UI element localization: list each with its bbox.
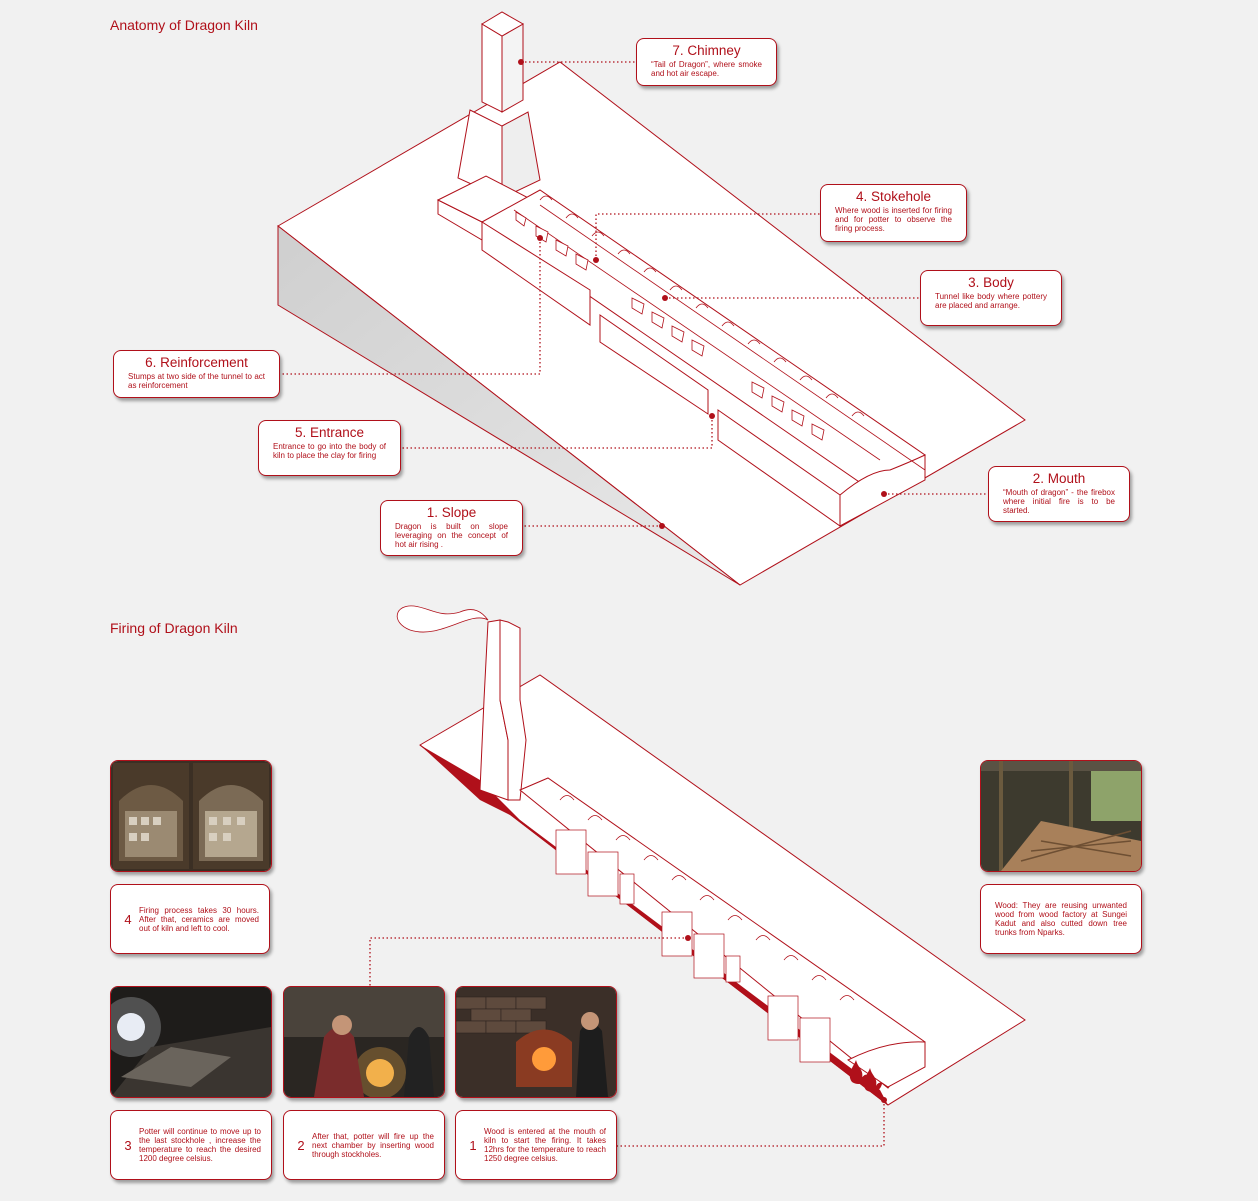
step-number: 2 (297, 1137, 305, 1153)
label-entrance: 5. Entrance Entrance to go into the body… (258, 420, 401, 476)
label-text: “Mouth of dragon” - the firebox where in… (1003, 488, 1115, 515)
stokehole-bumps (539, 195, 865, 417)
kiln-mouth-end (839, 454, 926, 527)
firing-title: Firing of Dragon Kiln (110, 620, 238, 636)
label-text: Dragon is built on slope leveraging on t… (395, 522, 508, 549)
slope-side-face (277, 224, 741, 586)
chimney-shaft-top (481, 11, 525, 37)
chimney-shaft-front (481, 23, 503, 113)
label-text: Entrance to go into the body of kiln to … (273, 442, 386, 460)
label-body: 3. Body Tunnel like body where pottery a… (920, 270, 1062, 326)
step-text: Potter will continue to move up to the l… (139, 1127, 261, 1163)
label-slope: 1. Slope Dragon is built on slope levera… (380, 500, 523, 556)
photo-wood-pile (980, 760, 1142, 872)
anatomy-title: Anatomy of Dragon Kiln (110, 17, 258, 33)
label-stokehole: 4. Stokehole Where wood is inserted for … (820, 184, 967, 242)
label-heading: 3. Body (968, 275, 1014, 290)
step-number: 3 (124, 1137, 132, 1153)
label-reinforcement: 6. Reinforcement Stumps at two side of t… (113, 350, 280, 398)
fire-icon (849, 1060, 882, 1092)
step-number: 1 (469, 1137, 477, 1153)
label-heading: 4. Stokehole (855, 189, 932, 204)
wood-note-text: Wood: They are reusing unwanted wood fro… (995, 901, 1127, 937)
photo-firing-at-mouth (455, 986, 617, 1098)
label-text: Where wood is inserted for firing and fo… (835, 206, 952, 233)
reinforcement-stumps (515, 211, 825, 441)
label-heading: 5. Entrance (294, 425, 365, 440)
firing-leader-dots (685, 935, 887, 1103)
label-text: Stumps at two side of the tunnel to act … (128, 372, 265, 390)
label-heading: 6. Reinforcement (145, 355, 248, 370)
kiln-segment-1 (481, 221, 591, 326)
anatomy-leader-lines (280, 61, 988, 527)
firing-step-4: 4 Firing process takes 30 hours. After t… (110, 884, 270, 954)
photo-potter-inserting-wood (283, 986, 445, 1098)
label-heading: 2. Mouth (1032, 471, 1086, 486)
firing-step-1: 1 Wood is entered at the mouth of kiln t… (455, 1110, 617, 1180)
smoke-plume (396, 605, 489, 633)
label-heading: 7. Chimney (672, 43, 741, 58)
stacked-ware (555, 829, 831, 1063)
stokehole-bumps-firing (559, 795, 855, 1001)
firing-step-2: 2 After that, potter will fire up the ne… (283, 1110, 445, 1180)
step-text: Wood is entered at the mouth of kiln to … (484, 1127, 606, 1163)
label-text: “Tail of Dragon”, where smoke and hot ai… (651, 60, 762, 78)
firing-leader-lines (369, 937, 885, 1147)
label-mouth: 2. Mouth “Mouth of dragon” - the firebox… (988, 466, 1130, 522)
wood-note: Wood: They are reusing unwanted wood fro… (980, 884, 1142, 954)
anatomy-leader-dots (518, 59, 887, 529)
step-text: After that, potter will fire up the next… (312, 1131, 434, 1159)
chimney-taper-side (501, 111, 541, 199)
photo-kiln-interior (110, 760, 272, 872)
anatomy-kiln-illustration (277, 11, 1026, 586)
step-number: 4 (124, 911, 132, 927)
photo-potter-upper-stokehole (110, 986, 272, 1098)
kiln-segment-2 (599, 314, 709, 415)
label-heading: 1. Slope (426, 505, 477, 520)
firing-step-3: 3 Potter will continue to move up to the… (110, 1110, 272, 1180)
label-text: Tunnel like body where pottery are place… (935, 292, 1047, 310)
step-text: Firing process takes 30 hours. After tha… (139, 905, 259, 933)
chimney-shaft-side (501, 23, 524, 113)
label-chimney: 7. Chimney “Tail of Dragon”, where smoke… (636, 38, 777, 86)
